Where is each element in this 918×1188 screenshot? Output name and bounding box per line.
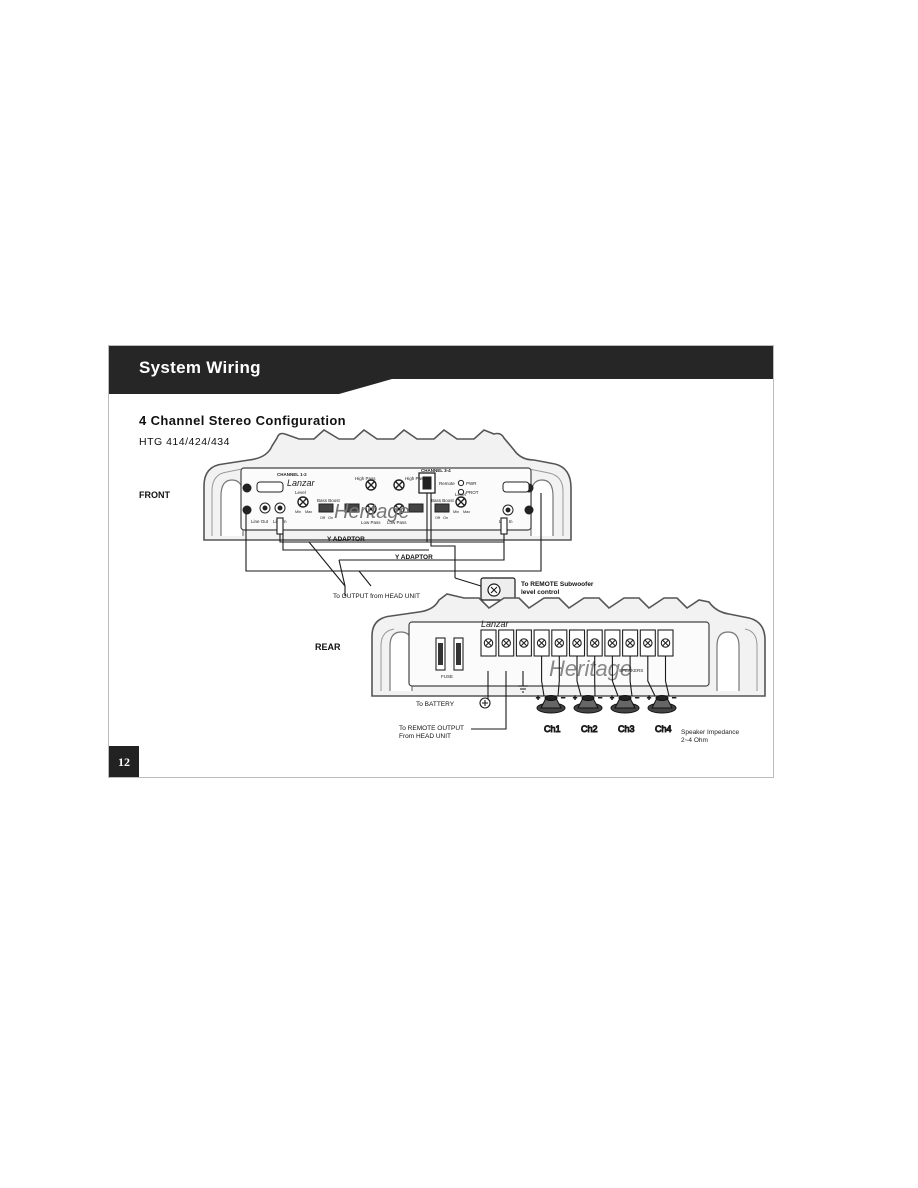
section-title: 4 Channel Stereo Configuration: [139, 413, 347, 428]
rear-terminal: [568, 629, 586, 657]
low-pass-label-2: Low Pass: [387, 520, 407, 525]
channel-12-label: CHANNEL 1-2: [277, 472, 307, 477]
manual-page: System Wiring 4 Channel Stereo Configura…: [108, 345, 774, 778]
impedance-note: Speaker Impedance 2~4 Ohm: [681, 729, 740, 744]
level-label-1: Level: [295, 490, 306, 495]
pwr-label: PWR: [466, 481, 477, 486]
line-out-label: Line Out: [251, 519, 269, 524]
header-band-shape: [109, 346, 773, 394]
high-pass-label-1: High Pass: [355, 476, 376, 481]
speaker-ch4: + − Ch4: [647, 656, 677, 735]
min-label-2: Min: [453, 510, 459, 514]
rear-terminal-block: [480, 629, 674, 657]
high-pass-label-2: High Pass: [405, 476, 426, 481]
impedance-label: Speaker Impedance: [681, 729, 740, 736]
plus-symbol: +: [610, 695, 614, 702]
channel-label: Ch2: [581, 724, 598, 734]
y-adaptor-label-2: Y ADAPTOR: [395, 554, 433, 561]
to-output-label: To OUTPUT from HEAD UNIT: [333, 593, 420, 600]
minus-symbol: −: [561, 695, 565, 702]
rear-terminal: [551, 629, 568, 657]
low-pass-label-1: Low Pass: [361, 520, 381, 525]
rear-wiring: [471, 671, 528, 730]
rear-brand: Lanzar: [481, 619, 510, 629]
fuse-label: FUSE: [441, 674, 453, 679]
rear-terminal: [533, 629, 550, 657]
plus-symbol: +: [573, 695, 577, 702]
rear-terminal: [498, 629, 515, 657]
remote-label: Remote: [439, 481, 455, 486]
front-wiring: [245, 493, 542, 601]
wiring-diagram: CHANNEL 1-2 CHANNEL 3-4 Lanzar Heritage …: [203, 428, 766, 744]
channel-label: Ch1: [544, 724, 561, 734]
front-controls: [242, 472, 534, 516]
wiring-labels: Y ADAPTOR Y ADAPTOR To OUTPUT from HEAD …: [327, 536, 594, 600]
speaker-group: + − Ch1 + − Ch2 + − Ch3 + − Ch4: [536, 656, 677, 735]
from-head-unit-label: From HEAD UNIT: [399, 733, 451, 740]
page-title: System Wiring: [139, 358, 261, 377]
y-adaptor-label-1: Y ADAPTOR: [327, 536, 365, 543]
speaker-ch3: + − Ch3: [610, 656, 640, 735]
rear-label: REAR: [315, 642, 341, 652]
minus-symbol: −: [672, 695, 676, 702]
rear-terminal: [604, 629, 621, 657]
channel-label: Ch4: [655, 724, 672, 734]
to-remote-sub-label: To REMOTE Subwoofer: [521, 581, 594, 588]
front-label: FRONT: [139, 490, 170, 500]
minus-symbol: −: [635, 695, 639, 702]
rear-wiring-labels: To BATTERY To REMOTE OUTPUT From HEAD UN…: [399, 701, 464, 740]
level-label-2: Level: [455, 492, 466, 497]
channel-34-label: CHANNEL 3-4: [421, 468, 451, 473]
rear-terminal: [480, 629, 497, 657]
max-label-1: Max: [305, 510, 312, 514]
rear-terminal: [657, 629, 674, 657]
to-battery-label: To BATTERY: [416, 701, 455, 708]
bass-boost-label-2: Bass Boost: [431, 498, 455, 503]
rear-brand-script: Heritage: [549, 656, 632, 681]
off-label-1: Off: [320, 516, 326, 520]
minus-symbol: −: [598, 695, 602, 702]
rear-terminal: [515, 629, 532, 657]
rear-terminal: [586, 629, 603, 657]
model-numbers: HTG 414/424/434: [139, 436, 230, 448]
channel-label: Ch3: [618, 724, 635, 734]
plus-symbol: +: [536, 695, 540, 702]
max-label-2: Max: [463, 510, 470, 514]
rear-terminal: [622, 629, 639, 657]
bass-boost-label-1: Bass Boost: [317, 498, 341, 503]
prot-label: PROT: [466, 490, 479, 495]
on-label-1: On: [328, 516, 333, 520]
rear-terminal: [639, 629, 656, 657]
level-control-label: level control: [521, 589, 559, 596]
rear-panel-text: Lanzar Heritage FUSE SPEAKERS: [441, 619, 643, 681]
speakers-label: SPEAKERS: [619, 668, 643, 673]
front-brand-script: Heritage: [334, 501, 410, 523]
plus-symbol: +: [647, 695, 651, 702]
speaker-ch1: + − Ch1: [536, 656, 566, 735]
on-label-2: On: [443, 516, 448, 520]
impedance-value: 2~4 Ohm: [681, 737, 708, 744]
to-remote-output-label: To REMOTE OUTPUT: [399, 725, 464, 732]
page-number: 12: [109, 746, 139, 777]
front-brand: Lanzar: [287, 478, 316, 488]
min-label-1: Min: [295, 510, 301, 514]
speaker-ch2: + − Ch2: [573, 656, 603, 735]
off-label-2: Off: [435, 516, 441, 520]
header-band: [109, 346, 773, 394]
